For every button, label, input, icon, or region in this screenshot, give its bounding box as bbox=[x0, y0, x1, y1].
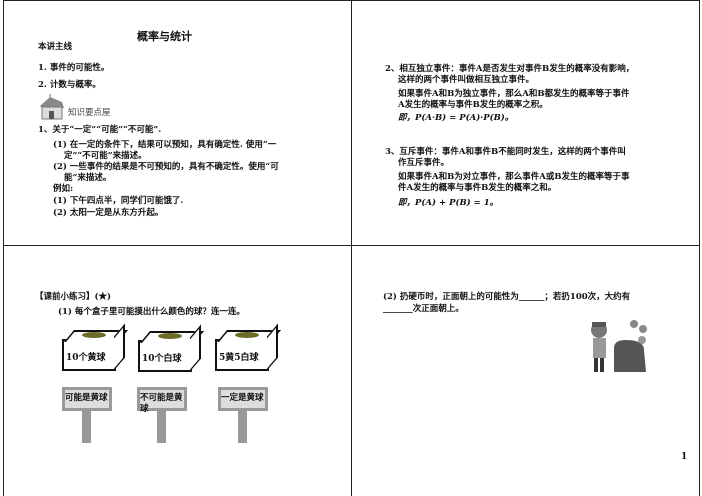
signpost: 不可能是黄球 bbox=[137, 387, 187, 447]
slide-title: 概率与统计 bbox=[137, 30, 192, 43]
sign-label: 不可能是黄球 bbox=[140, 393, 183, 414]
slide-4-frame bbox=[351, 245, 700, 496]
box-label: 10个白球 bbox=[142, 354, 182, 364]
text-line: 3、互斥事件：事件A和事件B不能同时发生，这样的两个事件叫 bbox=[385, 147, 626, 157]
text-line: 如果事件A和B为对立事件，那么事件A或B发生的概率等于事 bbox=[398, 172, 630, 182]
exercise-question: (1) 每个盒子里可能摸出什么颜色的球？连一连。 bbox=[58, 307, 245, 317]
outline-item: 2. 计数与概率。 bbox=[38, 80, 101, 90]
text-line: 如果事件A和B为独立事件，那么A和B都发生的概率等于事件 bbox=[398, 89, 630, 99]
coin-purse-illustration bbox=[591, 320, 647, 372]
house-icon bbox=[40, 94, 64, 120]
text-line: 例如: bbox=[53, 184, 74, 194]
text-line: 能”来描述。 bbox=[64, 173, 112, 183]
text-line: (1) 在一定的条件下，结果可以预知，具有确定性. 使用“一 bbox=[53, 140, 277, 150]
text-line: 件A发生的概率与事件B发生的概率之和。 bbox=[398, 183, 557, 193]
outline-item: 1. 事件的可能性。 bbox=[38, 63, 110, 73]
text-line: (1) 下午四点半，同学们可能饿了. bbox=[53, 196, 184, 206]
signpost: 可能是黄球 bbox=[62, 387, 112, 447]
formula: 即，P(A) + P(B) = 1。 bbox=[398, 198, 499, 208]
text-line: 定”“不可能”来描述。 bbox=[64, 151, 147, 161]
ball-box: 10个黄球 bbox=[62, 323, 129, 371]
text-line: 1、关于“一定”“可能”“不可能”. bbox=[38, 125, 162, 135]
text-line: 作互斥事件。 bbox=[398, 158, 450, 168]
question-line: _______次正面朝上。 bbox=[383, 304, 464, 314]
text-line: A发生的概率与事件B发生的概率之积。 bbox=[398, 100, 548, 110]
box-label: 10个黄球 bbox=[66, 353, 106, 363]
ball-box: 10个白球 bbox=[138, 324, 205, 372]
knowledge-label: 知识要点屋 bbox=[68, 108, 111, 118]
page-number: 1 bbox=[681, 452, 688, 462]
text-line: 2、相互独立事件：事件A是否发生对事件B发生的概率没有影响， bbox=[385, 64, 635, 74]
text-line: (2) 一些事件的结果是不可预知的，具有不确定性。使用“可 bbox=[53, 162, 279, 172]
sign-label: 一定是黄球 bbox=[221, 393, 264, 403]
sign-label: 可能是黄球 bbox=[65, 393, 108, 403]
box-label: 5黄5白球 bbox=[219, 353, 259, 363]
formula: 即，P(A·B) = P(A)·P(B)。 bbox=[398, 113, 514, 123]
text-line: 这样的两个事件叫做相互独立事件。 bbox=[398, 75, 535, 85]
signpost: 一定是黄球 bbox=[218, 387, 268, 447]
ball-box: 5黄5白球 bbox=[215, 323, 282, 371]
exercise-heading: 【课前小练习】(★) bbox=[35, 292, 112, 302]
question-line: (2) 扔硬币时，正面朝上的可能性为______；若扔100次，大约有 bbox=[383, 292, 631, 302]
text-line: (2) 太阳一定是从东方升起。 bbox=[53, 208, 164, 218]
section-heading: 本讲主线 bbox=[38, 42, 73, 52]
